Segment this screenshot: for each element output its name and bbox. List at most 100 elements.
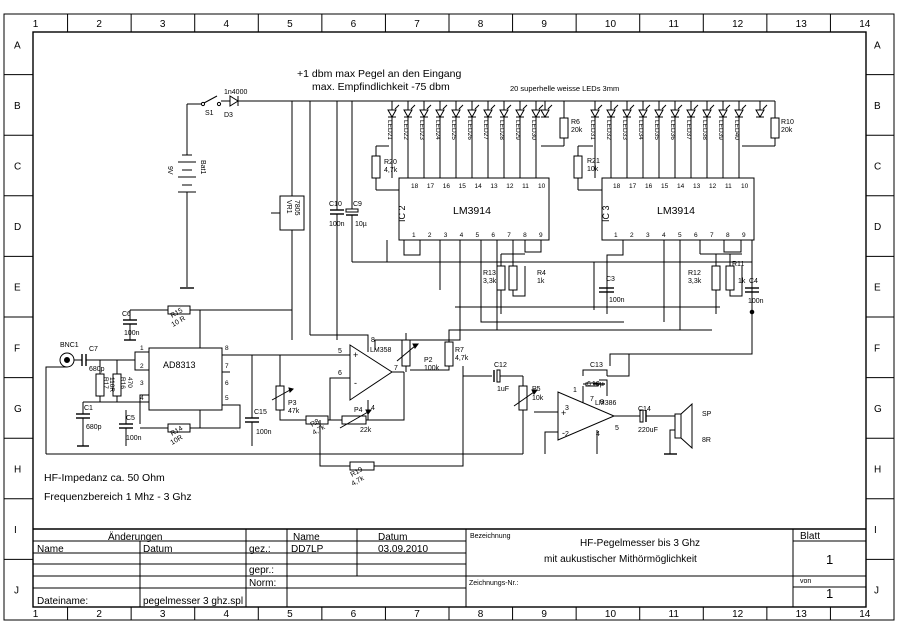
column-label: 3 [160,19,166,30]
row-label: B [14,101,21,112]
lm358-pin: 6 [338,370,342,377]
ic-pin-number: 7 [507,232,511,239]
r8-label: R8 [310,418,321,429]
row-label: G [874,404,882,415]
r4-label: R4 [537,270,546,277]
c10-label: C10 [329,201,342,208]
c13-value: 10µ [592,381,604,388]
c12-label: C12 [494,362,507,369]
tb-title-line2: mit aukustischer Mithörmöglichkeit [544,554,697,565]
c5-value: 100n [126,435,142,442]
ic-pin-number: 9 [742,232,746,239]
led-label: LED28 [498,120,505,140]
ic-pin-number: 2 [428,232,432,239]
c7-value: 680p [89,366,105,373]
column-label: 10 [605,19,617,30]
r10-label: R10 [781,119,794,126]
row-label: F [874,343,880,354]
ic-pin-number: 1 [614,232,618,239]
led-label: LED30 [530,120,537,140]
resistor-r4: R4 1k [501,253,546,297]
tb-gez-label: gez.: [249,544,271,555]
lm386-pin: 4 [596,431,600,438]
column-label: 8 [478,609,484,620]
ic-pin-number: 18 [613,183,621,190]
r6-label: R6 [571,119,580,126]
level-note-1: +1 dbm max Pegel an den Eingang [297,68,461,80]
c4-value: 100n [748,298,764,305]
c12-value: 1uF [497,386,509,393]
row-label: D [14,222,21,233]
row-label: E [14,283,21,294]
vr1-type: 7805 [293,200,300,216]
led: LED22 [402,101,416,178]
r13-value: 3,3k [483,278,497,285]
r16-value: 470 [126,377,133,388]
r12-value: 3,3k [688,278,702,285]
ad8313-pin: 7 [225,363,229,370]
led: LED24 [434,101,448,178]
row-label: A [14,40,21,51]
ic-pin-number: 8 [523,232,527,239]
r7-value: 4,7k [455,355,469,362]
column-label: 12 [732,609,744,620]
ic-pin-number: 17 [629,183,637,190]
level-note-2: max. Empfindlichkeit -75 dbm [312,81,450,93]
ic-pin-number: 10 [538,183,546,190]
capacitor-c4: C4 100n [745,278,764,315]
led-label: LED29 [514,120,521,140]
ic-pin-number: 14 [677,183,685,190]
row-label: C [14,162,21,173]
column-label: 4 [224,19,230,30]
bnc1-label: BNC1 [60,342,79,349]
r17-label: R17 [102,377,109,389]
ic-pin-number: 16 [645,183,653,190]
ic-pin-number: 11 [725,183,732,190]
r4-value: 1k [537,278,545,285]
column-label: 2 [96,19,102,30]
r11-label: R11 [732,261,744,268]
row-label: J [14,586,19,597]
ic-pin-number: 14 [475,183,483,190]
tb-title-line1: HF-Pegelmesser bis 3 Ghz [580,538,700,549]
led: LED28 [498,101,512,178]
p5-label: P5 [532,386,541,393]
ic-pin-number: 12 [709,183,717,190]
ad8313-pin: 5 [225,395,229,402]
column-label: 6 [351,609,357,620]
led-label: LED39 [717,120,724,140]
led-label: LED22 [402,120,409,140]
lm358-pin: 4 [371,405,375,412]
led: LED23 [418,101,432,178]
c6-label: C6 [122,311,131,318]
column-label: 8 [478,19,484,30]
p3-value: 47k [288,408,300,415]
frequency-note: Frequenzbereich 1 Mhz - 3 Ghz [44,491,192,503]
led: LED38 [701,101,715,178]
lm386-pin: 3 [565,405,569,412]
audio-section: C12 1uF P5 10k LM386 + - C13 10µ C14 220… [45,354,712,455]
led: LED25 [450,101,464,178]
ad8313-pin: 4 [140,395,144,402]
lm358-pin: 5 [338,348,342,355]
led: LED29 [514,101,528,178]
column-label: 13 [796,609,808,620]
ad8313-pin: 8 [225,345,229,352]
ic-pin-number: 13 [490,183,498,190]
column-label: 9 [541,19,547,30]
lm358-pin: 8 [371,337,375,344]
ic2-name: LM3914 [453,205,491,217]
lm386-pin: 5 [615,425,619,432]
r13-label: R13 [483,270,496,277]
r10-value: 20k [781,127,793,134]
led-label: LED38 [701,120,708,140]
resistor-r13: R13 3,3k [483,254,506,314]
r16-label: R16 [119,377,126,389]
ic-pin-number: 1 [412,232,416,239]
r21-label: R21 [587,158,600,165]
column-label: 7 [414,609,420,620]
ic-pin-number: 4 [662,232,666,239]
